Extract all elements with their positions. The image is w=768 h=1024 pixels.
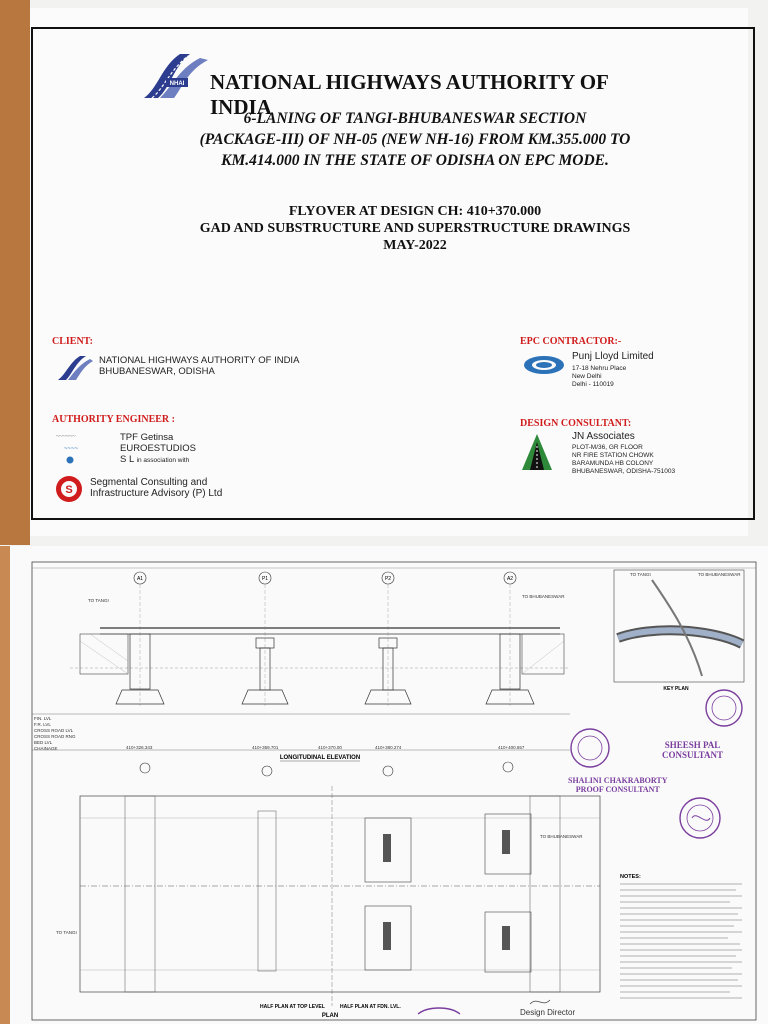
proof-consultant-stamp: SHALINI CHAKRABORTY PROOF CONSULTANT bbox=[568, 776, 668, 794]
to-tangi-label: TO TANGI bbox=[88, 598, 109, 603]
row-chainage: CHAINAGE bbox=[34, 746, 58, 751]
project-title: 6-LANING OF TANGI-BHUBANESWAR SECTION (P… bbox=[130, 108, 700, 171]
title-frame bbox=[31, 27, 755, 520]
to-bhubaneswar-label: TO BHUBANESWAR bbox=[522, 594, 565, 599]
elevation-title: LONGITUDINAL ELEVATION bbox=[280, 755, 360, 761]
nhai-logo: NHAI bbox=[144, 54, 208, 99]
epc-address-2: New Delhi bbox=[572, 373, 602, 380]
design-address-4: BHUBANESWAR, ODISHA-751003 bbox=[572, 468, 676, 475]
nhai-logo-text: NHAI bbox=[170, 81, 185, 87]
row-fr-lvl: F.R. LVL bbox=[34, 722, 51, 727]
segmental-line-2: Infrastructure Advisory (P) Ltd bbox=[90, 488, 223, 499]
key-plan-to-tangi: TO TANGI bbox=[630, 572, 651, 577]
sheesh-pal-stamp: SHEESH PAL CONSULTANT bbox=[662, 740, 723, 760]
chainage-p1: 410+359.701 bbox=[252, 745, 279, 750]
svg-text:S: S bbox=[65, 484, 72, 496]
proof-consultant-role: PROOF CONSULTANT bbox=[575, 785, 660, 794]
plan-title: PLAN bbox=[322, 1013, 338, 1019]
plan-left-title: HALF PLAN AT TOP LEVEL bbox=[260, 1004, 325, 1010]
date-line: MAY-2022 bbox=[383, 238, 447, 253]
epc-heading: EPC CONTRACTOR:- bbox=[520, 336, 622, 347]
row-cross-road-rng: CROSS ROAD RNG bbox=[34, 734, 76, 739]
project-line-1: 6-LANING OF TANGI-BHUBANESWAR SECTION bbox=[243, 110, 587, 127]
design-address-1: PLOT-M/36, GR FLOOR bbox=[572, 444, 643, 451]
pier-label-p2: P2 bbox=[385, 576, 391, 582]
chainage-p2: 410+380.274 bbox=[375, 745, 402, 750]
epc-address: 17-18 Nehru Place New Delhi Delhi - 1100… bbox=[572, 365, 626, 389]
chainage-centre: 410+370.00 bbox=[318, 745, 342, 750]
client-logo bbox=[58, 356, 93, 380]
flyover-line: FLYOVER AT DESIGN CH: 410+370.000 bbox=[288, 204, 542, 219]
design-address: PLOT-M/36, GR FLOOR NR FIRE STATION CHOW… bbox=[572, 444, 675, 476]
svg-text:~~~~~~: ~~~~~~ bbox=[56, 434, 76, 440]
proof-consultant-name: SHALINI CHAKRABORTY bbox=[568, 776, 668, 785]
design-address-2: NR FIRE STATION CHOWK bbox=[572, 452, 654, 459]
gad-line: GAD AND SUBSTRUCTURE AND SUPERSTRUCTURE … bbox=[199, 221, 631, 236]
segmental-line-1: Segmental Consulting and bbox=[90, 477, 208, 488]
engineering-drawing: A1 P1 P2 A2 TO TANGI TO BHUBANESWAR FIN.… bbox=[31, 561, 757, 1021]
authority-line-3: S L in association with bbox=[120, 454, 190, 465]
row-bed-lvl: BED LVL bbox=[34, 740, 53, 745]
binding-tape bbox=[0, 0, 30, 545]
row-fin-lvl: FIN. LVL bbox=[34, 716, 52, 721]
sheesh-pal-name: SHEESH PAL bbox=[664, 740, 721, 750]
chainage-a1: 410+326.343 bbox=[126, 745, 153, 750]
pier-label-p1: P1 bbox=[262, 576, 268, 582]
client-heading: CLIENT: bbox=[52, 336, 93, 347]
authority-line-1: TPF Getinsa bbox=[120, 432, 174, 443]
client-line-1: NATIONAL HIGHWAYS AUTHORITY OF INDIA bbox=[99, 355, 300, 366]
epc-name: Punj Lloyd Limited bbox=[572, 351, 654, 362]
design-director-label: Design Director bbox=[520, 1008, 576, 1017]
binding-tape-lower bbox=[0, 546, 10, 1024]
segmental-logo: S bbox=[56, 476, 82, 502]
notes-heading: NOTES: bbox=[620, 874, 641, 880]
epc-address-3: Delhi - 110019 bbox=[572, 381, 614, 388]
chainage-a2: 410+400.657 bbox=[498, 745, 525, 750]
project-line-3: KM.414.000 IN THE STATE OF ODISHA ON EPC… bbox=[221, 152, 609, 169]
plan-to-bhubaneswar: TO BHUBANESWAR bbox=[540, 834, 583, 839]
segmental-block: Segmental Consulting and Infrastructure … bbox=[90, 477, 222, 499]
client-block: NATIONAL HIGHWAYS AUTHORITY OF INDIA BHU… bbox=[99, 355, 299, 377]
punj-lloyd-logo bbox=[524, 356, 564, 374]
authority-logos: ~~~~~~ ~~~~ bbox=[56, 434, 100, 464]
authority-heading: AUTHORITY ENGINEER : bbox=[52, 414, 175, 425]
authority-line-2: EUROESTUDIOS bbox=[120, 443, 197, 454]
design-name: JN Associates bbox=[572, 431, 635, 442]
design-heading: DESIGN CONSULTANT: bbox=[520, 418, 632, 429]
title-sheet bbox=[20, 8, 748, 536]
design-address-3: BARAMUNDA HB COLONY bbox=[572, 460, 654, 467]
drawing-title: FLYOVER AT DESIGN CH: 410+370.000 GAD AN… bbox=[130, 203, 700, 254]
jn-associates-logo bbox=[522, 434, 552, 470]
pier-label-a2: A2 bbox=[507, 576, 513, 582]
key-plan-to-bhubaneswar: TO BHUBANESWAR bbox=[698, 572, 741, 577]
pier-label-a1: A1 bbox=[137, 576, 143, 582]
key-plan-title: KEY PLAN bbox=[663, 686, 689, 692]
row-cross-road-lvl: CROSS ROAD LVL bbox=[34, 728, 74, 733]
project-line-2: (PACKAGE-III) OF NH-05 (NEW NH-16) FROM … bbox=[199, 131, 631, 148]
authority-block: TPF Getinsa EUROESTUDIOS S L in associat… bbox=[120, 432, 196, 465]
plan-to-tangi: TO TANGI bbox=[56, 930, 77, 935]
epc-address-1: 17-18 Nehru Place bbox=[572, 365, 627, 372]
sheesh-pal-role: CONSULTANT bbox=[662, 750, 724, 760]
client-line-2: BHUBANESWAR, ODISHA bbox=[99, 366, 215, 377]
svg-text:~~~~: ~~~~ bbox=[64, 446, 79, 452]
plan-right-title: HALF PLAN AT FDN. LVL. bbox=[340, 1004, 401, 1010]
organization-title: NATIONAL HIGHWAYS AUTHORITY OF INDIA bbox=[210, 70, 609, 119]
